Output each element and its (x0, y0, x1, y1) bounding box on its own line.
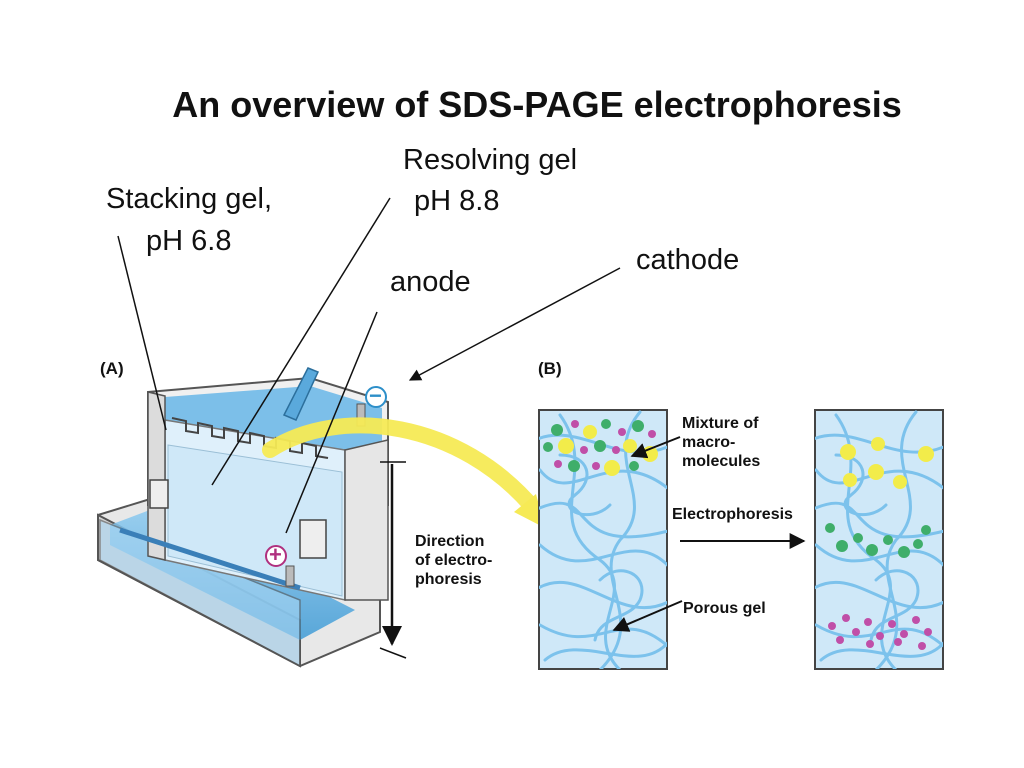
porous-gel-label: Porous gel (683, 600, 766, 617)
stacking-gel-ph-label: pH 6.8 (146, 225, 232, 257)
panel-a-tag: (A) (100, 359, 124, 378)
direction-label: Direction of electro- phoresis (415, 532, 525, 589)
panel-b-tag: (B) (538, 359, 562, 378)
page-title: An overview of SDS-PAGE electrophoresis (172, 84, 902, 125)
mixture-label: Mixture of macro- molecules (682, 414, 792, 471)
mixture-line-2: macro- (682, 434, 736, 451)
stacking-gel-label: Stacking gel, (106, 183, 273, 215)
anode-label: anode (390, 266, 471, 298)
resolving-gel-label: Resolving gel (403, 144, 578, 176)
mixture-line-1: Mixture of (682, 415, 759, 432)
electrophoresis-apparatus (97, 367, 389, 668)
electrophoresis-label: Electrophoresis (672, 506, 793, 523)
direction-line-1: Direction (415, 533, 485, 550)
mixed-macromolecules (543, 419, 658, 476)
direction-line-2: of electro- (415, 552, 493, 569)
yellow-transfer-arrowhead (514, 494, 545, 528)
resolving-gel-ph-label: pH 8.8 (414, 185, 500, 217)
large-molecules-band (840, 437, 934, 489)
cathode-label: cathode (636, 244, 740, 276)
small-molecules-band (828, 614, 932, 650)
gel-after (814, 409, 944, 670)
anode-plus-sign: + (269, 542, 282, 567)
cathode-minus-sign: − (369, 383, 382, 408)
medium-molecules-band (825, 523, 931, 558)
direction-line-3: phoresis (415, 571, 482, 588)
mixture-line-3: molecules (682, 453, 761, 470)
